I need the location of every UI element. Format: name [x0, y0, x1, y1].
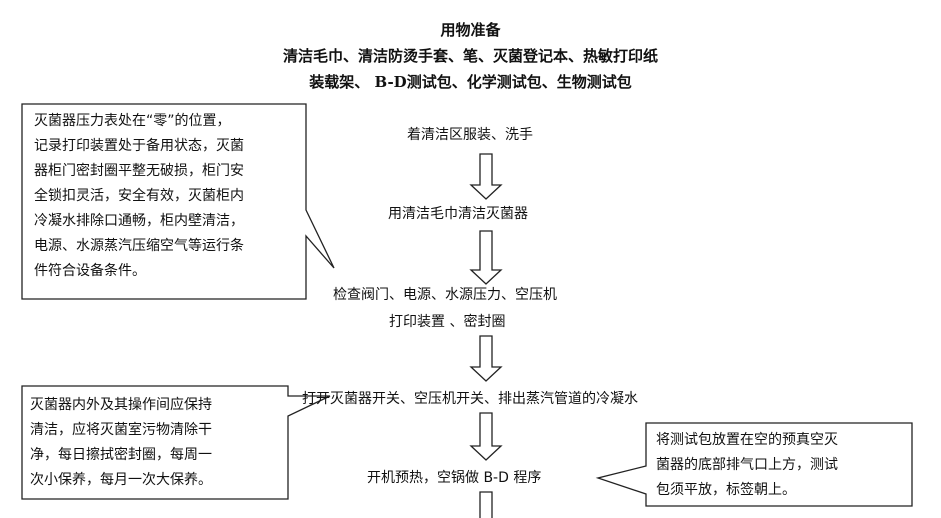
- callout-1-line: 件符合设备条件。: [34, 263, 146, 279]
- callout-2-line: 灭菌器内外及其操作间应保持: [30, 397, 212, 413]
- step-check-printer: 打印装置 、密封圈: [389, 314, 506, 330]
- flow-arrow-3: [469, 335, 503, 382]
- flow-arrow-5: [479, 491, 493, 518]
- flow-arrow-4: [469, 412, 503, 461]
- callout-2-line: 净，每日擦拭密封圈，每周一: [30, 447, 212, 463]
- callout-3-line: 包须平放，标签朝上。: [656, 482, 796, 498]
- supplies-line-1: 清洁毛巾、清洁防烫手套、笔、灭菌登记本、热敏打印纸: [282, 47, 658, 65]
- callout-box-2: [21, 385, 331, 500]
- step-preheat-bd: 开机预热，空锅做 B-D 程序: [367, 470, 542, 486]
- callout-3-line: 菌器的底部排气口上方，测试: [656, 457, 838, 473]
- step-check-valves: 检查阀门、电源、水源压力、空压机: [333, 287, 557, 303]
- callout-1-line: 全锁扣灵活，安全有效，灭菌柜内: [34, 188, 244, 204]
- callout-1-line: 灭菌器压力表处在“零”的位置，: [34, 113, 231, 129]
- callout-2-line: 清洁，应将灭菌室污物清除干: [30, 422, 212, 438]
- step-dress-wash: 着清洁区服装、洗手: [407, 127, 533, 143]
- callout-1-line: 冷凝水排除口通畅，柜内壁清洁，: [34, 213, 244, 229]
- callout-box-1: [21, 103, 335, 300]
- callout-box-3: [595, 422, 913, 507]
- callout-text-2: 灭菌器内外及其操作间应保持 清洁，应将灭菌室污物清除干 净，每日擦拭密封圈，每周…: [30, 393, 286, 493]
- supplies-line-2: 装载架、 B-D测试包、化学测试包、生物测试包: [309, 73, 632, 91]
- callout-1-line: 器柜门密封圈平整无破损，柜门安: [34, 163, 244, 179]
- callout-1-line: 记录打印装置处于备用状态，灭菌: [34, 138, 244, 154]
- callout-text-3: 将测试包放置在空的预真空灭 菌器的底部排气口上方，测试 包须平放，标签朝上。: [656, 428, 910, 503]
- callout-text-1: 灭菌器压力表处在“零”的位置， 记录打印装置处于备用状态，灭菌 器柜门密封圈平整…: [34, 109, 302, 284]
- flow-arrow-1: [469, 153, 503, 200]
- diagram-title: 用物准备: [440, 21, 501, 39]
- callout-2-line: 次小保养，每月一次大保养。: [30, 472, 212, 488]
- step-clean-sterilizer: 用清洁毛巾清洁灭菌器: [388, 206, 528, 222]
- flow-arrow-2: [469, 230, 503, 285]
- step-open-switches: 打开灭菌器开关、空压机开关、排出蒸汽管道的冷凝水: [302, 391, 638, 407]
- callout-1-line: 电源、水源蒸汽压缩空气等运行条: [34, 238, 244, 254]
- callout-3-line: 将测试包放置在空的预真空灭: [656, 432, 838, 448]
